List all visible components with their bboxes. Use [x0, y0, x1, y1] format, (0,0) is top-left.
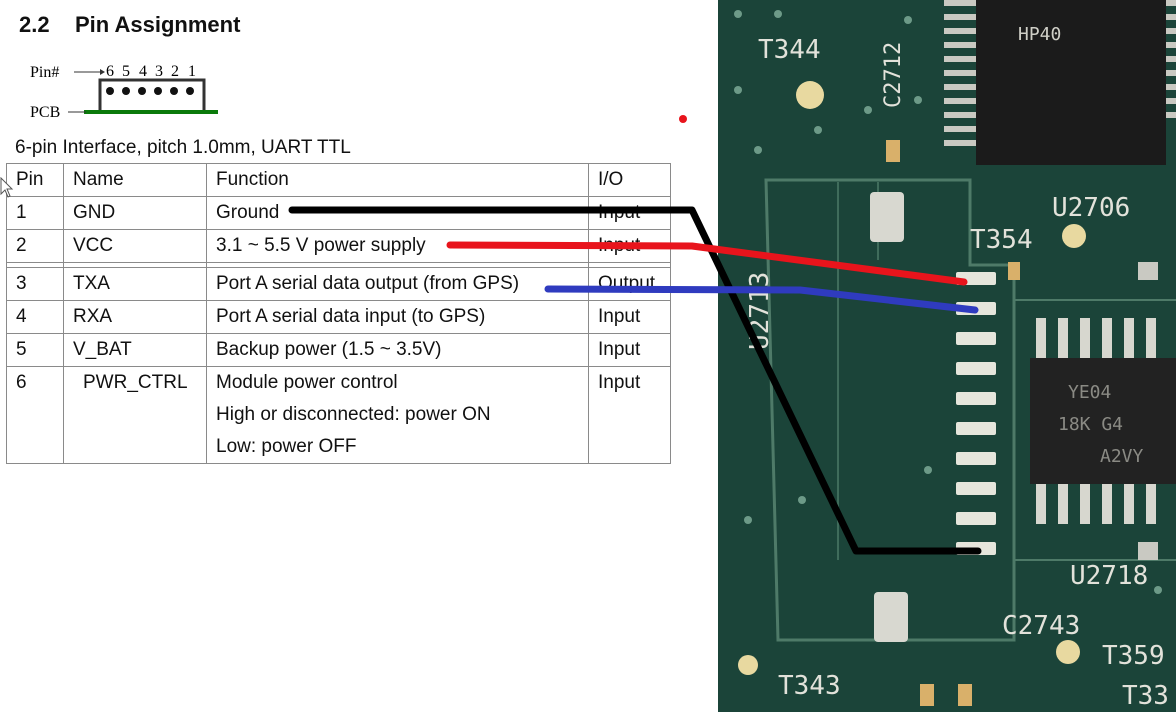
function-line: Module power control — [216, 372, 398, 393]
connector-diagram: Pin# 6 5 4 3 2 1 PCB — [30, 63, 218, 121]
test-point — [1062, 224, 1086, 248]
cell-io: Input — [588, 366, 671, 464]
silk-t344: T344 — [758, 35, 821, 65]
header-function: Function — [206, 163, 589, 197]
cell-pin: 6 — [6, 366, 64, 464]
pin-number-3: 3 — [155, 63, 163, 80]
cell-name: TXA — [63, 267, 207, 301]
cell-function: 3.1 ~ 5.5 V power supply — [206, 229, 589, 263]
section-number: 2.2 — [19, 12, 50, 37]
test-point — [1056, 640, 1080, 664]
header-io: I/O — [588, 163, 671, 197]
cell-pin: 2 — [6, 229, 64, 263]
table-row: 4 RXA Port A serial data input (to GPS) … — [6, 300, 671, 334]
silk-c2712: C2712 — [881, 42, 906, 108]
function-line: High or disconnected: power ON — [216, 404, 491, 425]
cell-io: Output — [588, 267, 671, 301]
pin-label: Pin# — [30, 64, 59, 81]
pin-dot — [186, 87, 194, 95]
ic-chip-small — [1030, 358, 1176, 484]
pcb-photo-drawing: HP40 YE04 18K G4 A2VY — [718, 0, 1176, 712]
cell-pin: 4 — [6, 300, 64, 334]
cell-io: Input — [588, 300, 671, 334]
pin-arrow-head — [100, 69, 105, 75]
function-line: Low: power OFF — [216, 436, 357, 457]
cell-pin: 3 — [6, 267, 64, 301]
mouse-cursor-icon — [0, 177, 14, 198]
table-row: 1 GND Ground Input — [6, 196, 671, 230]
solder-pad — [874, 592, 908, 642]
pin-dot — [170, 87, 178, 95]
table-row: 3 TXA Port A serial data output (from GP… — [6, 267, 671, 301]
cell-function: Backup power (1.5 ~ 3.5V) — [206, 333, 589, 367]
cell-name: VCC — [63, 229, 207, 263]
chip-marking-3: A2VY — [1100, 446, 1144, 467]
silk-u2718: U2718 — [1070, 561, 1148, 591]
connector-housing — [98, 78, 206, 110]
silk-u2706: U2706 — [1052, 193, 1130, 223]
test-point — [738, 655, 758, 675]
table-row: 2 VCC 3.1 ~ 5.5 V power supply Input — [6, 229, 671, 263]
pin-number-6: 6 — [106, 63, 114, 80]
section-heading: 2.2 Pin Assignment — [19, 12, 240, 38]
chip-marking-2: 18K G4 — [1058, 414, 1123, 435]
cell-function: Port A serial data input (to GPS) — [206, 300, 589, 334]
cell-name: V_BAT — [63, 333, 207, 367]
test-point — [796, 81, 824, 109]
cell-pin: 5 — [6, 333, 64, 367]
pin-dot — [154, 87, 162, 95]
pin-dot — [122, 87, 130, 95]
pin-dot — [138, 87, 146, 95]
section-title: Pin Assignment — [75, 12, 241, 37]
pin-table: Pin Name Function I/O 1 GND Ground Input… — [6, 163, 671, 464]
cell-name: PWR_CTRL — [63, 366, 207, 464]
cell-io: Input — [588, 333, 671, 367]
solder-pad — [870, 192, 904, 242]
silk-c2743: C2743 — [1002, 611, 1080, 641]
cell-function: Port A serial data output (from GPS) — [206, 267, 589, 301]
pin-number-4: 4 — [139, 63, 147, 80]
pin-number-1: 1 — [188, 63, 196, 80]
pin-number-5: 5 — [122, 63, 130, 80]
chip-marking-1: YE04 — [1068, 382, 1111, 403]
header-name: Name — [63, 163, 207, 197]
cell-pin: 1 — [6, 196, 64, 230]
interface-description: 6-pin Interface, pitch 1.0mm, UART TTL — [15, 137, 351, 158]
ic-chip-top — [976, 0, 1166, 165]
cell-function: Module power control High or disconnecte… — [206, 366, 589, 464]
table-row: 6 PWR_CTRL Module power control High or … — [6, 366, 671, 464]
pin-number-2: 2 — [171, 63, 179, 80]
cell-io: Input — [588, 229, 671, 263]
silk-t354: T354 — [970, 225, 1033, 255]
silk-t359: T359 — [1102, 641, 1165, 671]
silk-u2713: U2713 — [745, 272, 775, 350]
silk-t343: T343 — [778, 671, 841, 701]
cell-function: Ground — [206, 196, 589, 230]
pcb-label: PCB — [30, 104, 60, 121]
red-dot-marker — [679, 115, 687, 123]
header-pin: Pin — [6, 163, 64, 197]
pcb-photo: HP40 YE04 18K G4 A2VY — [718, 0, 1176, 712]
table-header-row: Pin Name Function I/O — [6, 163, 671, 197]
cell-name: RXA — [63, 300, 207, 334]
cell-name: GND — [63, 196, 207, 230]
silk-t33: T33 — [1122, 681, 1169, 711]
table-row: 5 V_BAT Backup power (1.5 ~ 3.5V) Input — [6, 333, 671, 367]
cell-io: Input — [588, 196, 671, 230]
pin-dot — [106, 87, 114, 95]
ic-marking: HP40 — [1018, 24, 1061, 45]
